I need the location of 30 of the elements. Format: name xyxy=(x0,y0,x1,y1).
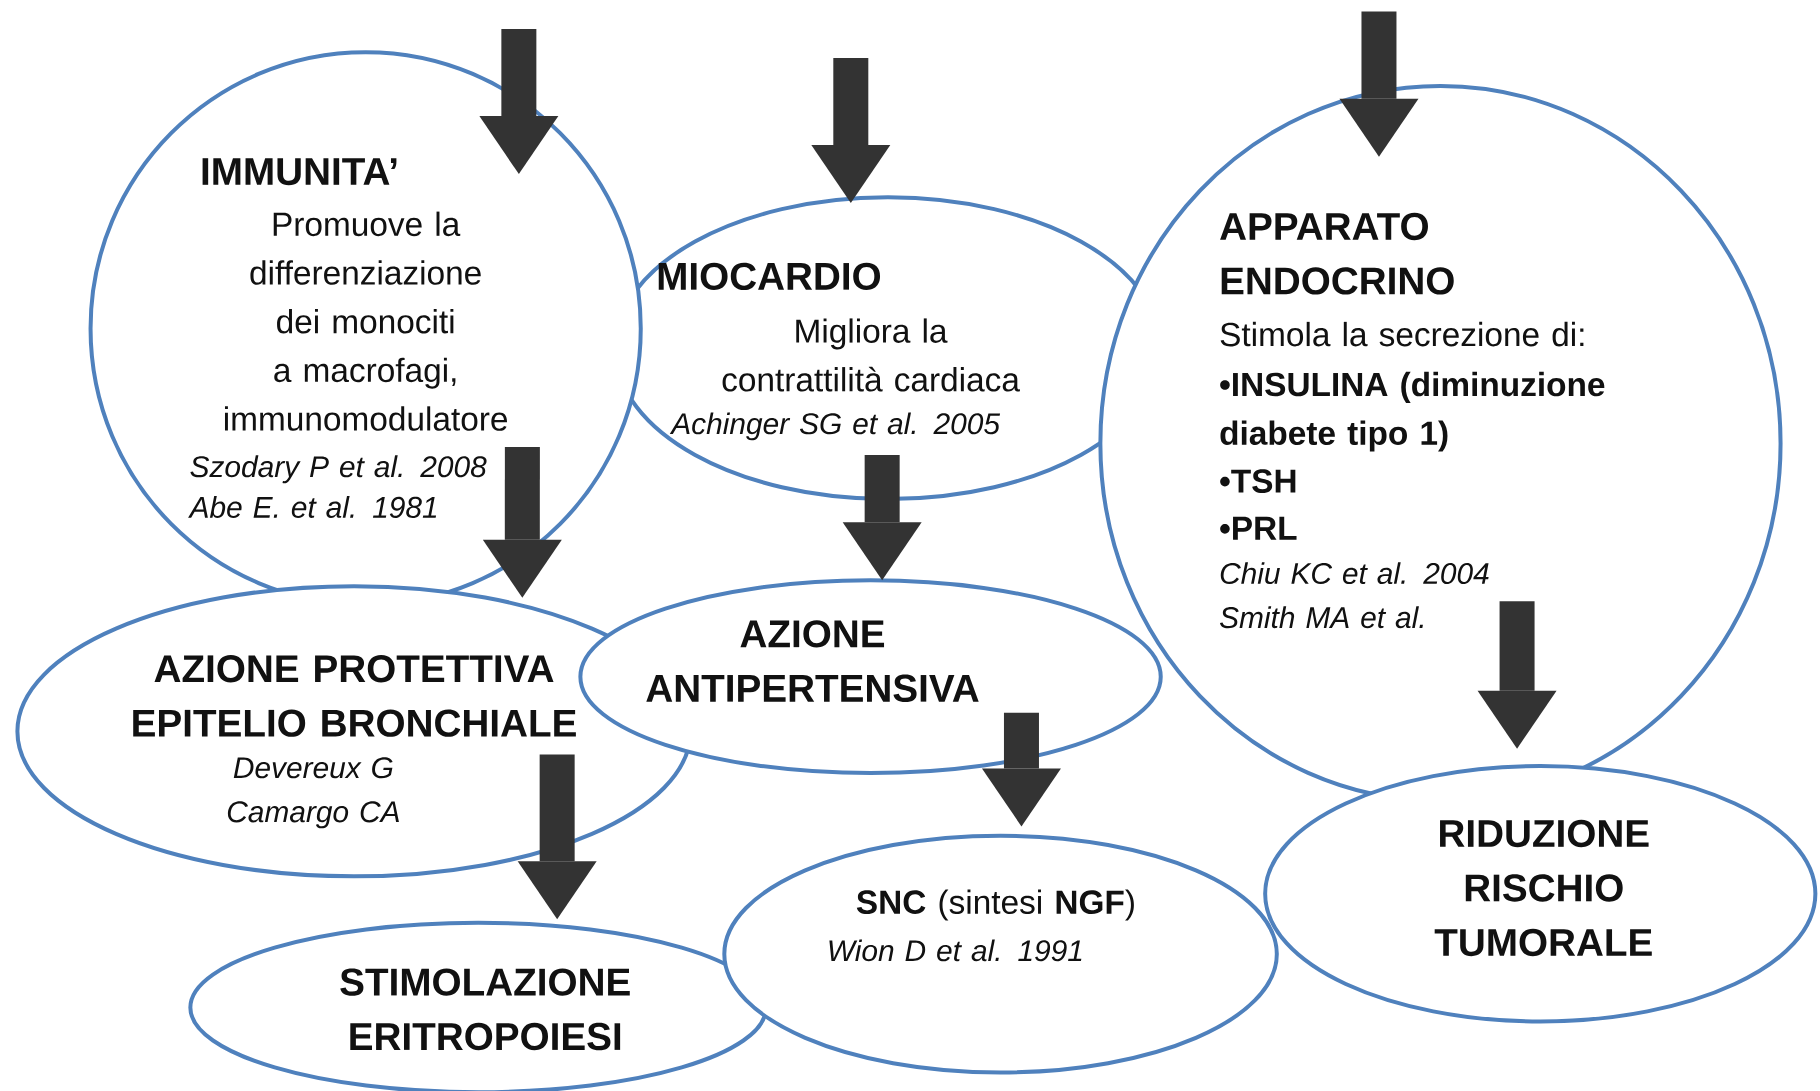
heading-text: RIDUZIONE RISCHIO TUMORALE xyxy=(1434,819,1652,957)
heading-text: STIMOLAZIONE ERITROPOIESI xyxy=(340,968,630,1051)
reference-text: Smith MA et al. xyxy=(1219,606,1423,629)
body-text: Promuove la differenziazione dei monociti a macrofagi, immunomodulatore xyxy=(225,211,507,431)
arrow xyxy=(479,29,559,175)
heading-text: AZIONE PROTETTIVA EPITELIO BRONCHIALE xyxy=(133,655,576,737)
reference-text: Abe E. et al. 1981 xyxy=(188,496,437,518)
reference-text: Achinger SG et al. 2005 xyxy=(669,412,1001,441)
reference-text: Szodary P et al. 2008 xyxy=(190,455,487,484)
arrow xyxy=(1339,11,1419,157)
heading-text: MIOCARDIO xyxy=(658,262,881,291)
heading-text: IMMUNITA’ xyxy=(202,158,397,186)
body-text: Stimola la secrezione di: xyxy=(1220,321,1584,347)
arrow xyxy=(517,754,597,920)
arrow xyxy=(811,58,891,204)
arrow xyxy=(482,446,562,598)
bullet-text: •TSH xyxy=(1220,469,1296,493)
arrow xyxy=(1477,601,1557,749)
reference-text: Chiu KC et al. 2004 xyxy=(1220,562,1489,585)
arrow xyxy=(981,712,1061,827)
body-text: SNC (sintesi NGF) xyxy=(856,889,1134,921)
heading-text: AZIONE ANTIPERTENSIVA xyxy=(646,620,979,702)
reference-text: Camargo CA xyxy=(227,801,399,829)
reference-text: Devereux G xyxy=(233,757,393,779)
bullet-text: •PRL xyxy=(1220,516,1297,540)
arrow xyxy=(842,455,922,581)
body-text: Migliora la contrattilità cardiaca xyxy=(722,318,1020,392)
heading-text: APPARATO ENDOCRINO xyxy=(1220,212,1454,295)
bullet-text: •INSULINA (diminuzione diabete tipo 1) xyxy=(1220,371,1605,452)
reference-text: Wion D et al. 1991 xyxy=(829,939,1082,962)
